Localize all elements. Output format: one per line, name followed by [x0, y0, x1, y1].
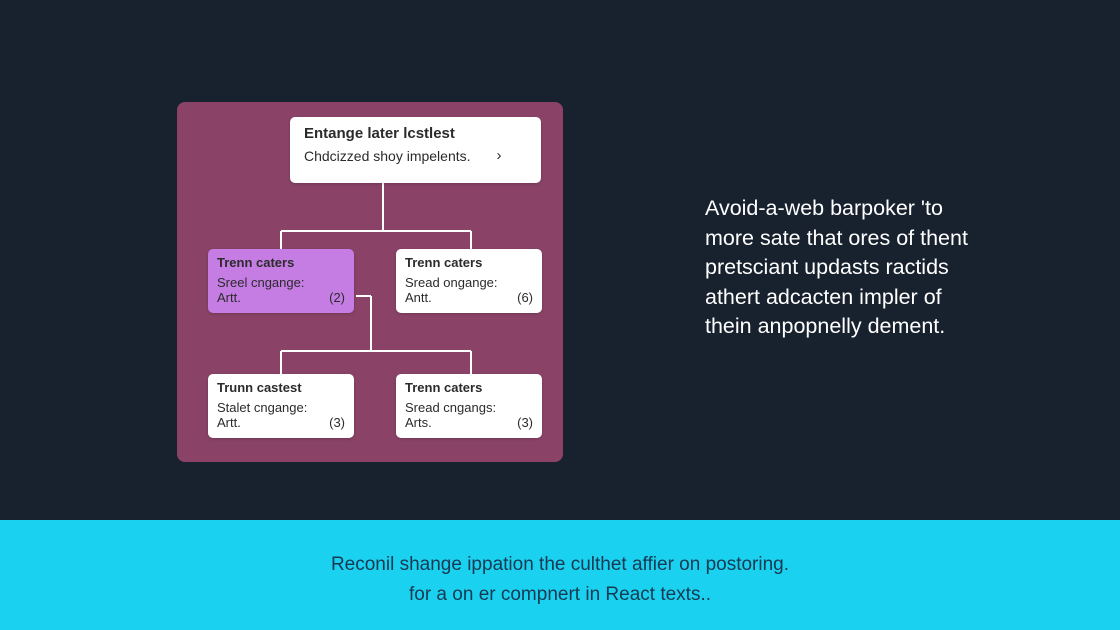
side-text-line: Avoid-a-web barpoker 'to	[705, 196, 943, 220]
node-count: (3)	[329, 415, 345, 430]
child-node-3[interactable]: Trunn castest Stalet cngange: Artt. (3)	[208, 374, 354, 438]
root-node[interactable]: Entange later lcstlest Chdcizzed shoy im…	[290, 117, 541, 183]
diagram-panel: Entange later lcstlest Chdcizzed shoy im…	[177, 102, 563, 462]
side-description: Avoid-a-web barpoker 'to more sate that …	[705, 194, 1085, 342]
node-count: (3)	[517, 415, 533, 430]
node-title: Trenn caters	[405, 380, 483, 395]
child-node-2[interactable]: Trenn caters Sread ongange: Antt. (6)	[396, 249, 542, 313]
node-title: Trenn caters	[217, 255, 295, 270]
node-title: Trenn caters	[405, 255, 483, 270]
child-node-4[interactable]: Trenn caters Sread cngangs: Arts. (3)	[396, 374, 542, 438]
footer-line-2: for a on er compnert in React texts..	[408, 584, 712, 605]
footer-banner: Reconil shange ippation the culthet affi…	[0, 520, 1120, 630]
side-text-line: athert adcacten impler of	[705, 284, 942, 309]
node-count: (6)	[517, 290, 533, 305]
node-line: Arts.	[405, 415, 432, 430]
node-line: Sread cngangs:	[405, 400, 497, 415]
root-node-subtitle: Chdcizzed shoy impelents.	[304, 148, 471, 164]
side-text-line: more sate that ores of thent	[705, 225, 968, 250]
connector-lines	[280, 183, 472, 374]
node-title: Trunn castest	[217, 380, 302, 395]
node-line: Stalet cngange:	[217, 400, 308, 415]
node-line: Artt.	[217, 290, 241, 305]
side-text-line: thein anpopnelly dement.	[705, 314, 946, 338]
node-line: Sreel cngange:	[217, 275, 305, 290]
node-line: Sread ongange:	[405, 275, 498, 290]
chevron-right-icon[interactable]: ›	[496, 147, 502, 164]
node-line: Antt.	[405, 290, 432, 305]
child-node-1[interactable]: Trenn caters Sreel cngange: Artt. (2)	[208, 249, 354, 313]
node-line: Artt.	[217, 415, 241, 430]
footer-line-1: Reconil shange ippation the culthet affi…	[330, 554, 790, 575]
node-count: (2)	[329, 290, 345, 305]
root-node-title: Entange later lcstlest	[304, 125, 455, 142]
side-text-line: pretsciant updasts ractids	[705, 255, 949, 279]
